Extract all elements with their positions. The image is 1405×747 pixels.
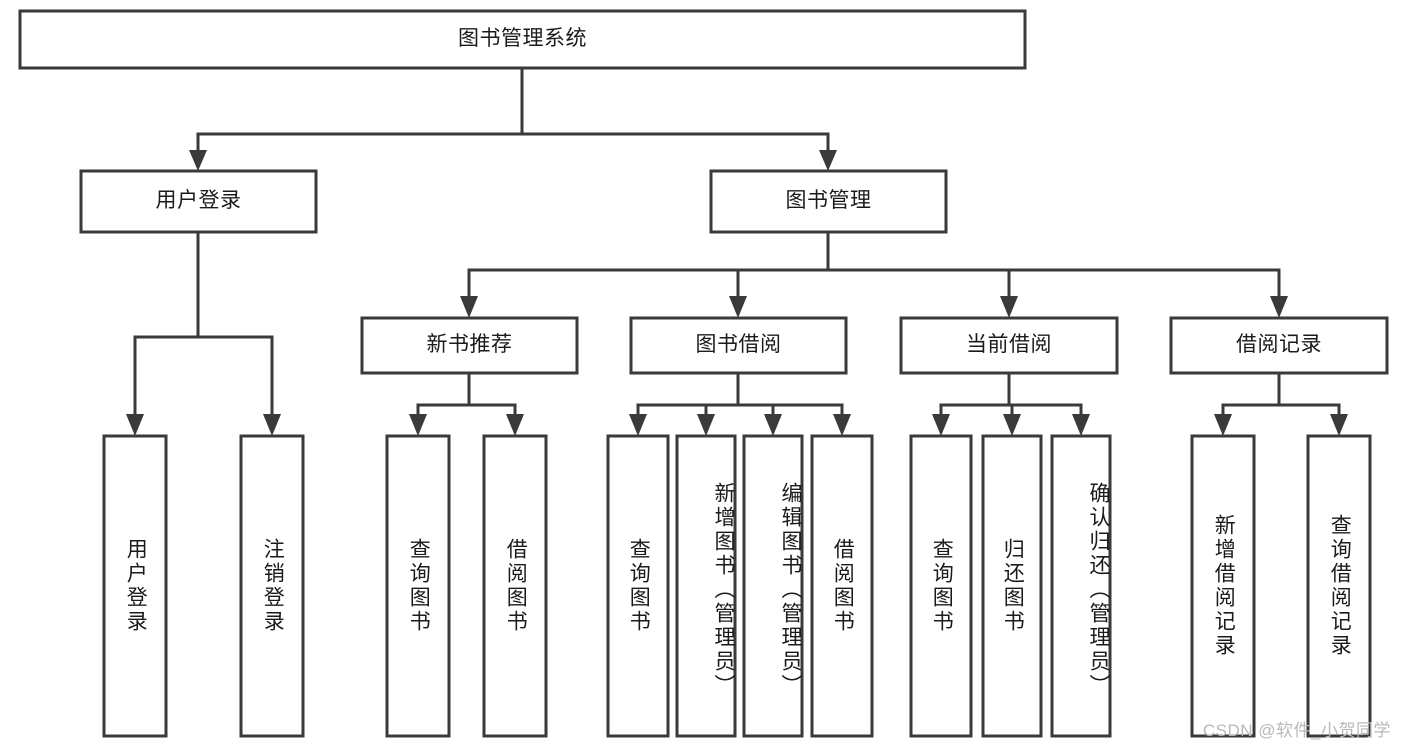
- arrowhead-leaf-add-record: [1214, 414, 1232, 436]
- arrowhead-user-login: [189, 150, 207, 171]
- node-box-book-management[interactable]: [709, 169, 948, 234]
- arrowhead-new-book-recommend: [460, 296, 478, 318]
- node-box-leaf-query-record[interactable]: [1306, 434, 1372, 738]
- node-box-leaf-add-record[interactable]: [1190, 434, 1256, 738]
- node-box-leaf-user-login[interactable]: [102, 434, 168, 738]
- node-box-root[interactable]: [18, 9, 1027, 70]
- node-box-leaf-query-book-1[interactable]: [385, 434, 451, 738]
- node-box-user-login[interactable]: [79, 169, 318, 234]
- arrowhead-leaf-user-login: [126, 414, 144, 436]
- arrowhead-leaf-query-book-3: [932, 414, 950, 436]
- arrowhead-leaf-borrow-book-1: [506, 414, 524, 436]
- node-box-leaf-add-book[interactable]: [675, 434, 737, 738]
- arrowhead-leaf-borrow-book-2: [833, 414, 851, 436]
- node-box-leaf-confirm-return[interactable]: [1050, 434, 1112, 738]
- arrowhead-leaf-confirm-return: [1072, 414, 1090, 436]
- arrowhead-leaf-return-book: [1003, 414, 1021, 436]
- node-box-leaf-edit-book[interactable]: [742, 434, 804, 738]
- node-box-leaf-query-book-2[interactable]: [606, 434, 670, 738]
- arrowhead-current-borrow: [1000, 296, 1018, 318]
- node-box-leaf-logout[interactable]: [239, 434, 305, 738]
- node-box-leaf-borrow-book-1[interactable]: [482, 434, 548, 738]
- arrowhead-book-borrow: [729, 296, 747, 318]
- arrowhead-leaf-query-book-1: [409, 414, 427, 436]
- arrowhead-borrow-records: [1270, 296, 1288, 318]
- arrowhead-leaf-query-book-2: [629, 414, 647, 436]
- arrowhead-leaf-edit-book: [764, 414, 782, 436]
- arrowhead-leaf-add-book: [697, 414, 715, 436]
- node-box-leaf-query-book-3[interactable]: [909, 434, 973, 738]
- watermark-text: CSDN @软件_小贺同学: [1202, 721, 1391, 740]
- node-box-book-borrow[interactable]: [629, 316, 848, 375]
- arrowhead-leaf-logout: [263, 414, 281, 436]
- arrowhead-leaf-query-record: [1330, 414, 1348, 436]
- node-box-leaf-return-book[interactable]: [981, 434, 1043, 738]
- node-box-leaf-borrow-book-2[interactable]: [810, 434, 874, 738]
- node-box-new-book-recommend[interactable]: [360, 316, 579, 375]
- node-box-current-borrow[interactable]: [899, 316, 1119, 375]
- node-box-borrow-records[interactable]: [1169, 316, 1389, 375]
- arrowhead-book-management: [819, 150, 837, 171]
